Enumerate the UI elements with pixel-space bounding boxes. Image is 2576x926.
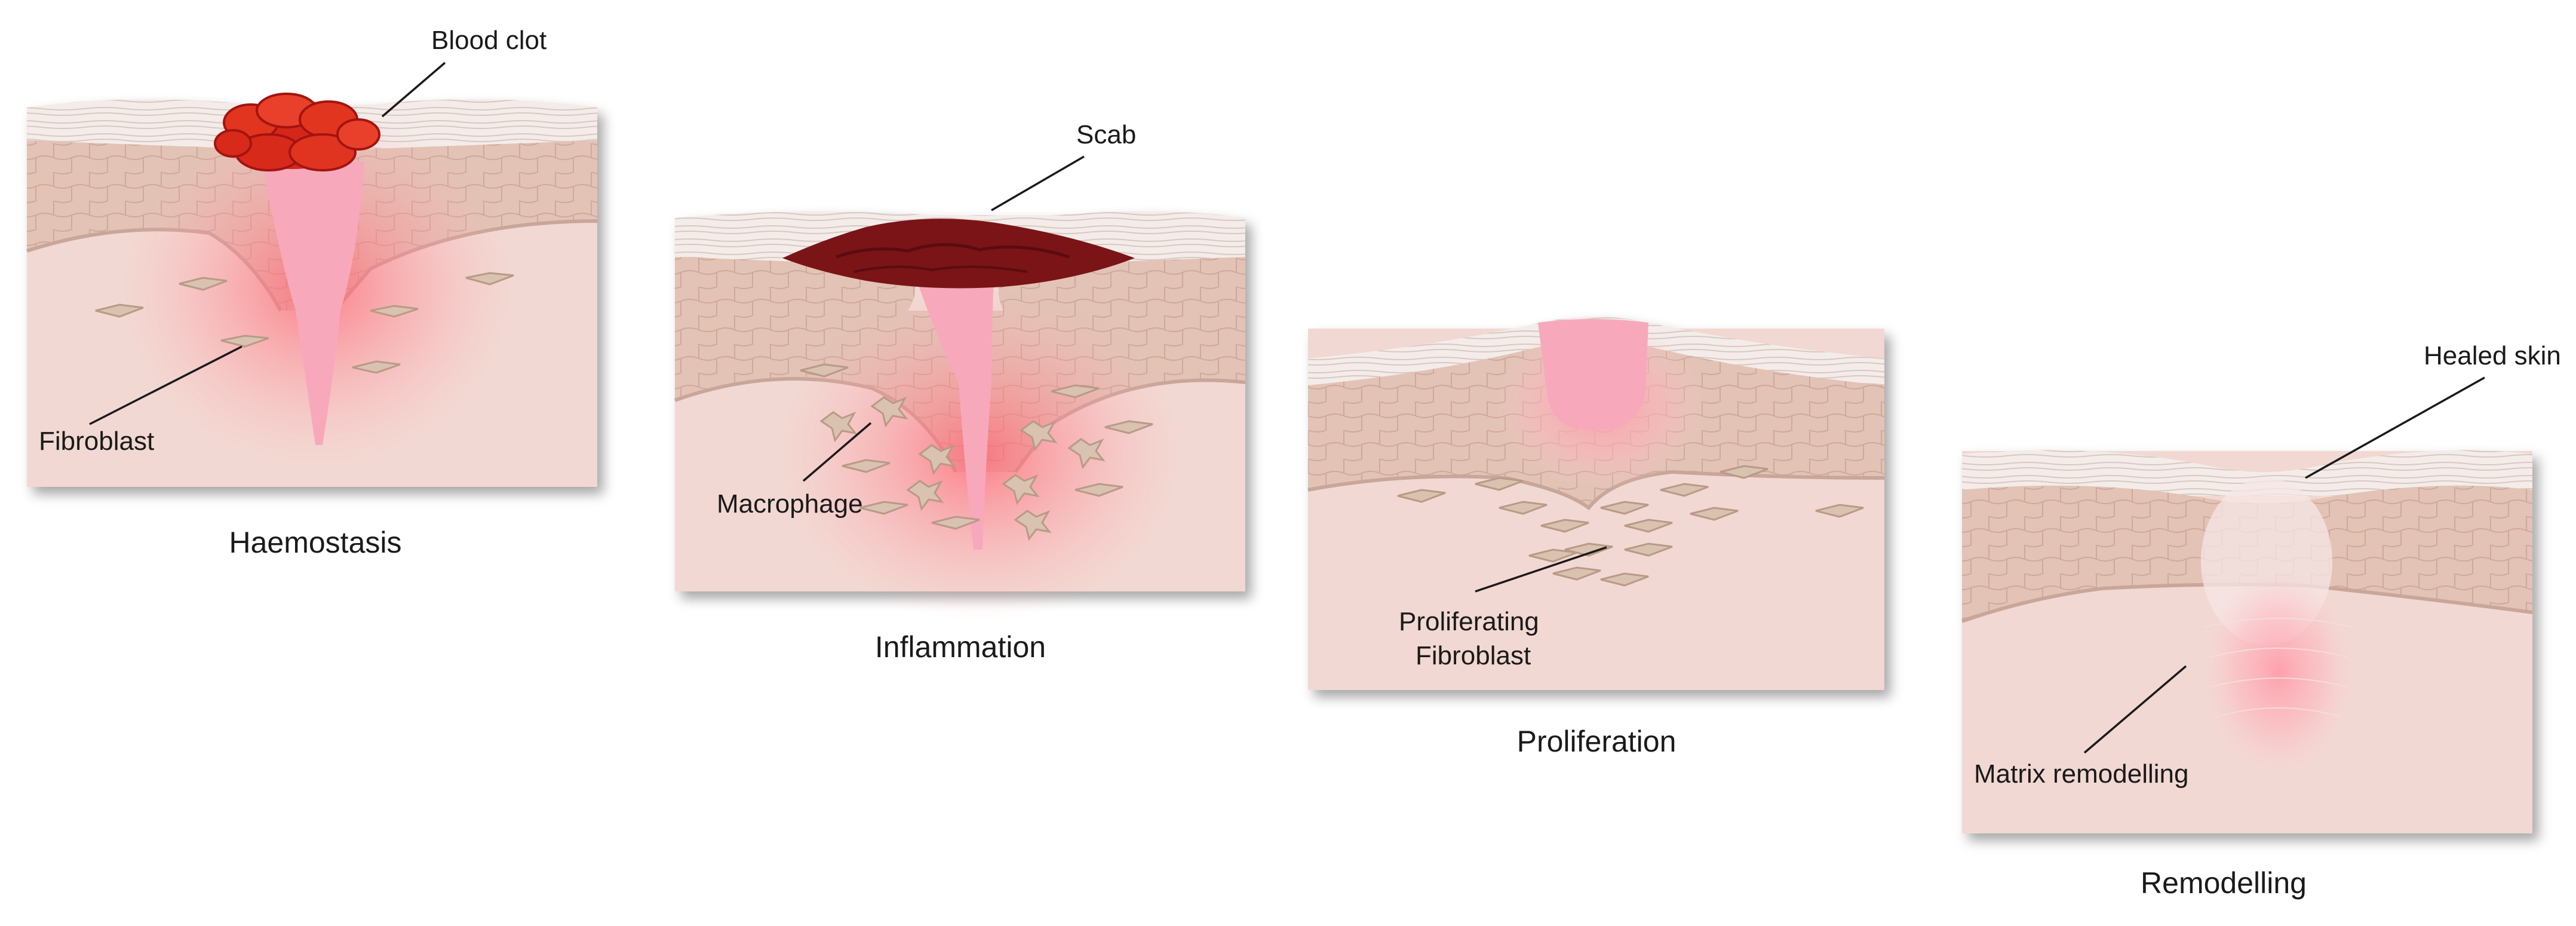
blood-clot-leader — [381, 62, 446, 118]
wound-granulation — [1538, 319, 1648, 430]
panel-haemostasis: Blood clot Fibroblast Haemostasis — [26, 26, 598, 559]
panel-proliferation: Proliferating Fibroblast Proliferation — [1307, 317, 1885, 758]
stage-title-haemostasis: Haemostasis — [229, 526, 402, 559]
callout-proliferating: Proliferating — [1399, 607, 1539, 636]
wound-channel — [911, 263, 994, 550]
wound-channel — [263, 161, 364, 445]
stage-title-inflammation: Inflammation — [875, 630, 1046, 664]
callout-matrix-remodelling: Matrix remodelling — [1974, 759, 2188, 789]
blood-clot-icon — [214, 93, 380, 171]
panel-remodelling: Healed skin Matrix remodelling Remodelli… — [1961, 341, 2561, 900]
fibroblast-cell-icon — [95, 272, 514, 374]
scab-leader — [991, 155, 1085, 211]
fibroblast-leader — [89, 345, 242, 425]
scab-icon — [782, 219, 1135, 289]
callout-fibroblast-prolif: Fibroblast — [1416, 641, 1531, 670]
callout-fibroblast: Fibroblast — [39, 427, 154, 456]
stage-title-proliferation: Proliferation — [1517, 725, 1677, 758]
callout-healed-skin: Healed skin — [2424, 341, 2561, 370]
macrophage-cell-icon — [819, 396, 1106, 541]
matrix-remodelling-leader — [2083, 665, 2187, 754]
fibroblast-cell-icon — [1397, 465, 1864, 587]
callout-blood-clot: Blood clot — [431, 26, 546, 55]
healed-skin-leader — [2305, 376, 2485, 479]
callout-macrophage: Macrophage — [717, 489, 863, 519]
matrix-remodelling-zone — [2204, 571, 2353, 774]
macrophage-leader — [802, 422, 872, 482]
callout-scab: Scab — [1076, 120, 1136, 149]
fibroblast-cell-icon — [800, 363, 1153, 530]
proliferating-fibroblast-leader — [1475, 546, 1607, 593]
panel-inflammation: Scab Macrophage Inflammation — [674, 120, 1246, 664]
stage-title-remodelling: Remodelling — [2141, 866, 2307, 900]
